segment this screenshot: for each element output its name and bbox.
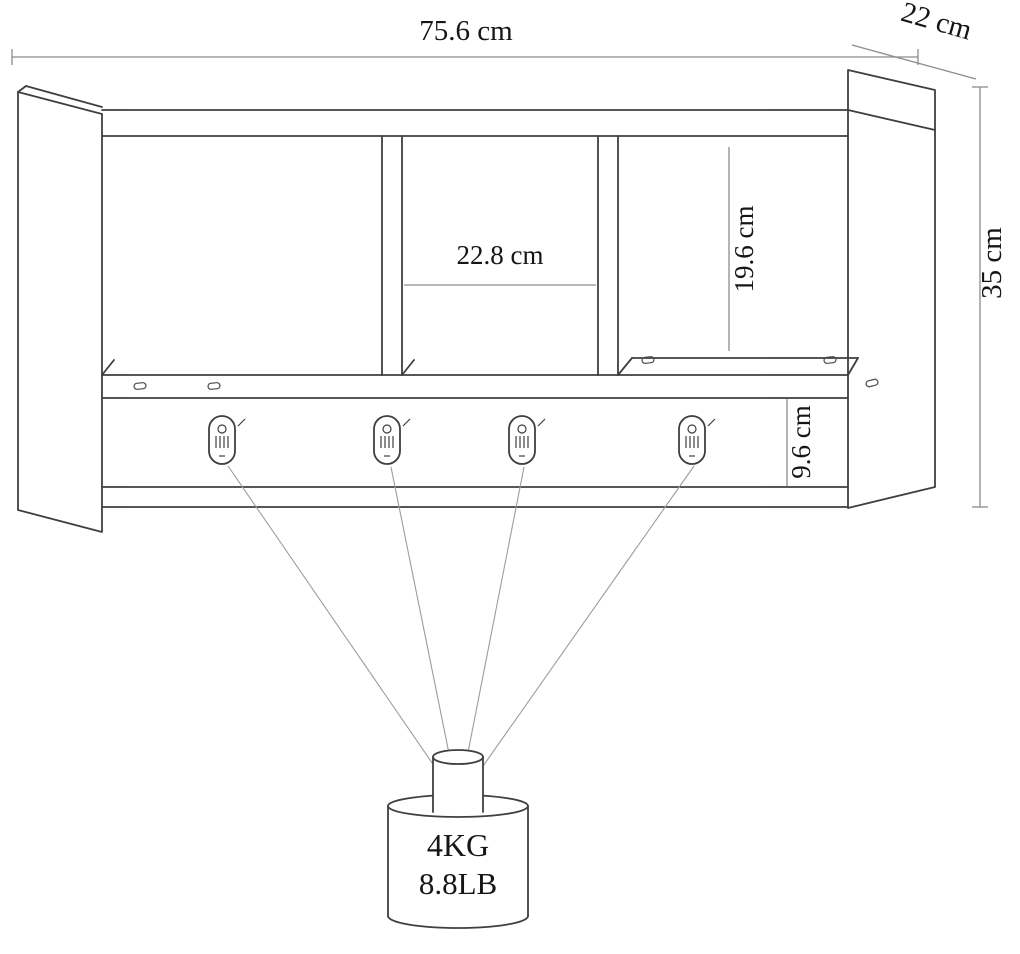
compartment-height-dimension: 19.6 cm [728,147,759,351]
width-dimension: 75.6 cm [11,15,919,65]
weight-capacity-icon: 4KG 8.8LB [387,749,529,929]
keyhole-bracket-icon [373,415,411,465]
rail-height-dimension: 9.6 cm [786,399,816,486]
left-side-panel [17,85,103,533]
keyhole-bracket-icon [208,415,246,465]
rail-height-label: 9.6 cm [786,405,816,479]
keyhole-bracket-icon [678,415,716,465]
right-side-panel [847,69,936,509]
width-dimension-label: 75.6 cm [419,15,513,47]
depth-dimension: 22 cm [851,0,977,80]
height-dimension-label: 35 cm [976,227,1008,299]
compartment-height-label: 19.6 cm [729,206,759,293]
divider-left [381,135,403,376]
bottom-shelf [101,357,859,399]
divider-right [597,135,619,376]
mounting-rail [101,486,849,508]
weight-label-lb: 8.8LB [419,866,497,901]
keyhole-bracket-icon [508,415,546,465]
depth-dimension-label: 22 cm [898,0,976,47]
shelf-unit-drawing [17,69,936,533]
mounting-callout-lines [227,465,695,789]
compartment-width-label: 22.8 cm [457,240,544,270]
screw-hole-marks [133,356,879,390]
height-dimension: 35 cm [972,86,1008,508]
top-shelf [101,109,849,137]
weight-label-kg: 4KG [427,827,489,863]
compartment-width-dimension: 22.8 cm [404,240,596,286]
